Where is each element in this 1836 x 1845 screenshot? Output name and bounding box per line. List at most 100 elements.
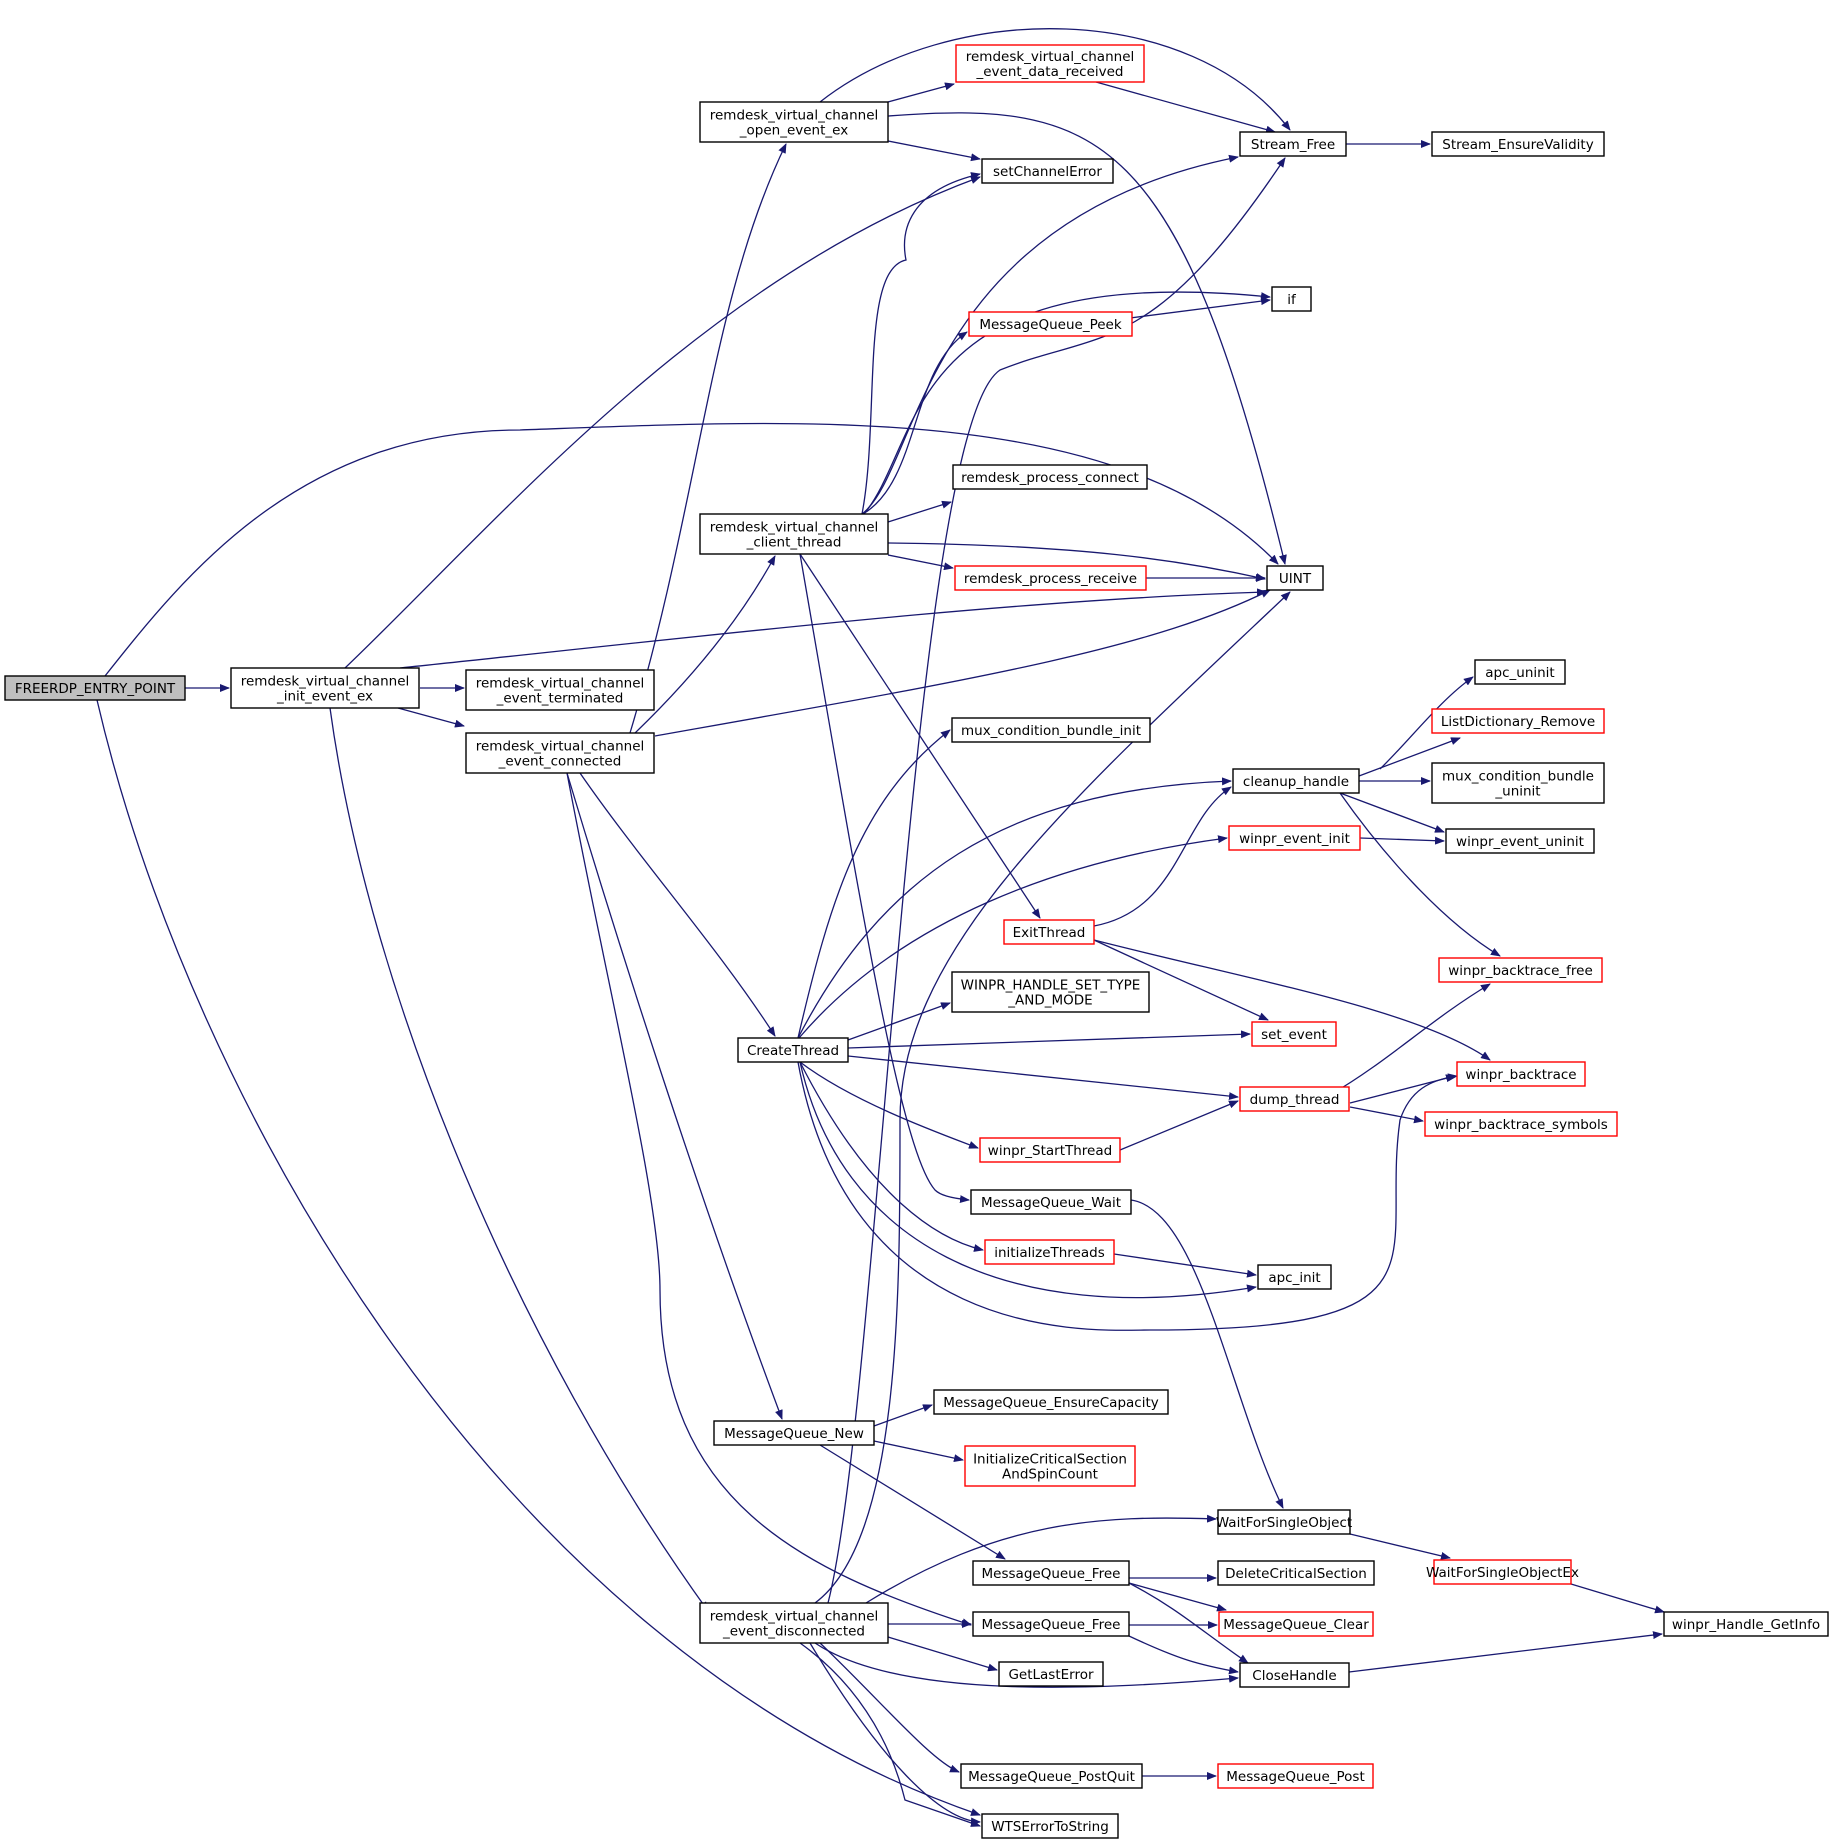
node-box: [1271, 286, 1312, 312]
node-wfso[interactable]: WaitForSingleObject: [1216, 1509, 1352, 1535]
call-edge: [1130, 1199, 1284, 1509]
node-open-ev[interactable]: remdesk_virtual_channel_open_event_ex: [699, 101, 889, 143]
node-uint[interactable]: UINT: [1266, 565, 1324, 591]
call-edge: [1128, 1582, 1227, 1612]
node-create-thr[interactable]: CreateThread: [737, 1037, 849, 1063]
node-label: MessageQueue_EnsureCapacity: [943, 1395, 1159, 1411]
node-ev-init[interactable]: winpr_event_init: [1228, 825, 1361, 851]
call-edge: [827, 157, 1286, 1604]
node-label: Stream_Free: [1251, 137, 1335, 153]
node-label: dump_thread: [1250, 1092, 1340, 1108]
node-dump-thr[interactable]: dump_thread: [1239, 1086, 1350, 1112]
node-label: WaitForSingleObject: [1216, 1515, 1352, 1531]
call-edges: [96, 28, 1665, 1827]
node-ev-uninit[interactable]: winpr_event_uninit: [1445, 828, 1595, 854]
call-edge: [861, 172, 981, 515]
node-label: initializeThreads: [994, 1245, 1105, 1261]
call-edge: [1095, 81, 1276, 134]
node-mux-init[interactable]: mux_condition_bundle_init: [951, 717, 1151, 743]
node-box: [1239, 1662, 1350, 1688]
node-data-rcv[interactable]: remdesk_virtual_channel_event_data_recei…: [955, 44, 1145, 83]
node-box: [1431, 708, 1605, 734]
node-apc-init[interactable]: apc_init: [1257, 1264, 1332, 1290]
node-ev-term[interactable]: remdesk_virtual_channel_event_terminated: [465, 669, 655, 711]
call-edge: [566, 772, 972, 1627]
node-bt-free[interactable]: winpr_backtrace_free: [1438, 957, 1603, 983]
node-mq-free2[interactable]: MessageQueue_Free: [972, 1611, 1130, 1637]
node-label: _event_connected: [498, 754, 622, 770]
node-box: [960, 1763, 1143, 1789]
node-ev-conn[interactable]: remdesk_virtual_channel_event_connected: [465, 732, 655, 774]
call-edge: [809, 1642, 981, 1826]
node-bt-sym[interactable]: winpr_backtrace_symbols: [1424, 1111, 1618, 1137]
node-label: winpr_StartThread: [988, 1143, 1112, 1159]
call-edge: [887, 112, 1287, 565]
node-mq-peek[interactable]: MessageQueue_Peek: [968, 311, 1133, 337]
node-label: mux_condition_bundle: [1442, 769, 1594, 785]
node-ld-remove[interactable]: ListDictionary_Remove: [1431, 708, 1605, 734]
node-label: remdesk_process_receive: [964, 571, 1137, 587]
node-del-cs[interactable]: DeleteCriticalSection: [1217, 1560, 1375, 1586]
node-label: winpr_event_uninit: [1456, 834, 1584, 850]
node-box: [981, 158, 1114, 184]
node-hset[interactable]: WINPR_HANDLE_SET_TYPE_AND_MODE: [951, 971, 1150, 1013]
node-mq-wait[interactable]: MessageQueue_Wait: [970, 1189, 1132, 1215]
node-client-thr[interactable]: remdesk_virtual_channel_client_thread: [699, 513, 889, 555]
call-edge: [1379, 676, 1474, 770]
node-get-last-err[interactable]: GetLastError: [998, 1661, 1104, 1687]
node-label: AndSpinCount: [1002, 1467, 1098, 1483]
node-exit-thr[interactable]: ExitThread: [1003, 919, 1095, 945]
node-label: _open_event_ex: [739, 123, 848, 139]
node-handle-info[interactable]: winpr_Handle_GetInfo: [1663, 1611, 1829, 1637]
node-init-ev[interactable]: remdesk_virtual_channel_init_event_ex: [230, 667, 420, 709]
call-edge: [861, 154, 1239, 515]
call-edge: [1093, 786, 1232, 927]
node-label: MessageQueue_Post: [1226, 1769, 1365, 1785]
node-proc-conn[interactable]: remdesk_process_connect: [952, 464, 1148, 490]
node-wts-err[interactable]: WTSErrorToString: [981, 1813, 1119, 1839]
node-stream-ens[interactable]: Stream_EnsureValidity: [1431, 131, 1605, 157]
node-mq-post[interactable]: MessageQueue_Post: [1217, 1763, 1374, 1789]
node-label: MessageQueue_Free: [982, 1566, 1121, 1582]
node-init-thr[interactable]: initializeThreads: [984, 1239, 1115, 1265]
node-mq-clear[interactable]: MessageQueue_Clear: [1218, 1611, 1374, 1637]
node-proc-recv[interactable]: remdesk_process_receive: [954, 565, 1147, 591]
call-edge: [862, 331, 968, 515]
node-mq-postquit[interactable]: MessageQueue_PostQuit: [960, 1763, 1143, 1789]
node-apc-uninit[interactable]: apc_uninit: [1474, 659, 1566, 685]
node-close-handle[interactable]: CloseHandle: [1239, 1662, 1350, 1688]
node-box: [1438, 957, 1603, 983]
node-box: [998, 1661, 1104, 1687]
node-label: InitializeCriticalSection: [973, 1452, 1127, 1468]
call-edge: [566, 772, 783, 1420]
call-edge: [799, 1061, 979, 1149]
node-label: remdesk_virtual_channel: [476, 739, 645, 755]
node-set-event[interactable]: set_event: [1251, 1021, 1337, 1047]
call-edge: [399, 588, 1267, 669]
node-start-thr[interactable]: winpr_StartThread: [979, 1137, 1121, 1163]
node-wfso-ex[interactable]: WaitForSingleObjectEx: [1426, 1559, 1579, 1585]
call-edge: [1113, 1253, 1257, 1278]
node-ev-disc[interactable]: remdesk_virtual_channel_event_disconnect…: [699, 1602, 889, 1644]
call-edge: [797, 777, 1232, 1039]
node-cleanup[interactable]: cleanup_handle: [1232, 768, 1360, 794]
node-stream-free[interactable]: Stream_Free: [1239, 131, 1347, 157]
node-mq-free1[interactable]: MessageQueue_Free: [972, 1560, 1130, 1586]
node-box: [465, 732, 655, 774]
node-backtrace[interactable]: winpr_backtrace: [1456, 1061, 1586, 1087]
node-mux-uninit[interactable]: mux_condition_bundle_uninit: [1431, 762, 1605, 804]
call-edge: [847, 1002, 951, 1041]
node-box: [1228, 825, 1361, 851]
node-set-chan-err[interactable]: setChannelError: [981, 158, 1114, 184]
call-edge: [329, 707, 709, 1612]
node-entry[interactable]: FREERDP_ENTRY_POINT: [4, 675, 186, 701]
node-mq-ensure[interactable]: MessageQueue_EnsureCapacity: [933, 1389, 1169, 1415]
node-box: [1217, 1509, 1351, 1535]
call-edge: [819, 28, 1291, 131]
node-box: [964, 1445, 1136, 1487]
node-if-[interactable]: if: [1271, 286, 1312, 312]
node-box: [1431, 131, 1605, 157]
node-mq-new[interactable]: MessageQueue_New: [713, 1420, 875, 1446]
